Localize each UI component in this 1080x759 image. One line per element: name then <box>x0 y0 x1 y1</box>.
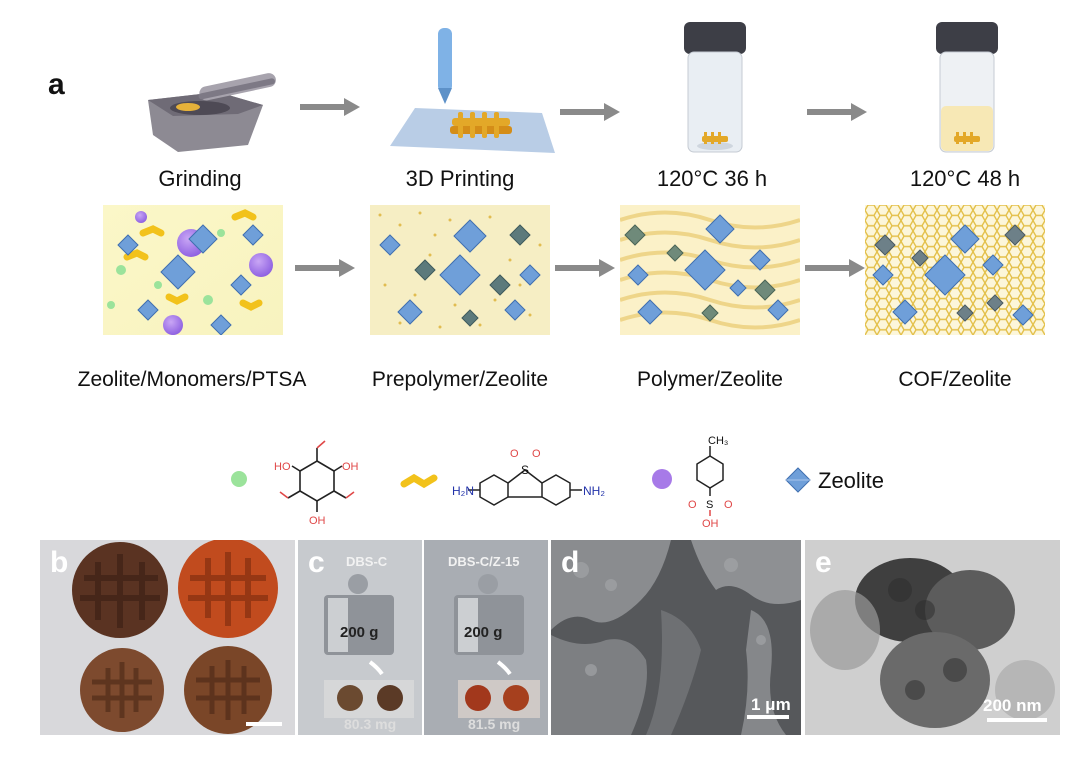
legend-zeolite-label: Zeolite <box>818 468 885 493</box>
ptsa-atom-label: S <box>706 499 713 511</box>
arrow-right-icon <box>555 259 615 277</box>
vial-with-solution-icon <box>936 22 998 153</box>
sem-micrograph <box>551 540 801 735</box>
panel-d-letter: d <box>561 546 580 579</box>
vial-icon <box>684 22 746 153</box>
stage-mixture-illustration <box>103 205 283 335</box>
panel-c-photo: c DBS-C DBS-C/Z-15 200 g 200 g 80.3 mg 8… <box>298 540 548 735</box>
arrow-right-icon <box>805 259 865 277</box>
panel-d-sem-image: d 1 μm <box>551 540 801 735</box>
legend-purple-sphere-icon <box>652 469 672 489</box>
ptsa-atom-label: OH <box>702 518 719 530</box>
mass-label-left: 80.3 mg <box>344 716 397 732</box>
arrow-right-icon <box>807 103 867 121</box>
mass-label-right: 81.5 mg <box>468 716 521 732</box>
printed-samples-image <box>72 540 282 734</box>
scale-label: 1 μm <box>751 695 791 714</box>
stage-label-cof: COF/Zeolite <box>898 368 1012 391</box>
scale-bar <box>747 715 789 719</box>
scale-bar <box>987 718 1047 722</box>
stage-label-mixture: Zeolite/Monomers/PTSA <box>77 368 307 391</box>
arrow-right-icon <box>300 98 360 116</box>
scale-label: 200 nm <box>983 696 1042 715</box>
stage-prepolymer-illustration <box>370 205 550 335</box>
stage-label-prepolymer: Prepolymer/Zeolite <box>371 368 549 391</box>
stage-label-polymer: Polymer/Zeolite <box>637 368 783 391</box>
3d-printer-icon <box>390 28 555 153</box>
aldehyde-atom-label: HO <box>274 461 291 473</box>
ptsa-atom-label: CH₃ <box>708 435 728 447</box>
step-label-grinding: Grinding <box>158 166 242 191</box>
ptsa-atom-label: O <box>724 499 733 511</box>
diamine-atom-label: S <box>521 463 529 477</box>
panel-c-letter: c <box>308 546 325 579</box>
weight-label-left: 200 g <box>340 624 379 641</box>
panel-b-letter: b <box>50 546 69 579</box>
panel-a-letter: a <box>48 68 65 101</box>
step-label-36h: 120°C 36 h <box>656 166 768 191</box>
weight-label-right: 200 g <box>464 624 503 641</box>
monomer-aldehyde-structure: HO OH OH <box>274 440 359 527</box>
sample-label-dbs-c-z15: DBS-C/Z-15 <box>448 554 520 569</box>
diamine-atom-label: H₂N <box>452 484 474 498</box>
weight-test-image <box>298 540 548 735</box>
monomer-diamine-structure: H₂N NH₂ S O O <box>452 448 605 506</box>
legend-green-dot-icon <box>231 471 247 487</box>
tem-micrograph <box>805 540 1060 735</box>
panel-b-photo: b <box>40 540 295 735</box>
step-label-3d-printing: 3D Printing <box>405 166 515 191</box>
sample-label-dbs-c: DBS-C <box>346 554 388 569</box>
arrow-right-icon <box>295 259 355 277</box>
diamine-atom-label: NH₂ <box>583 484 605 498</box>
scale-bar <box>246 722 282 726</box>
stage-cof-illustration <box>865 205 1045 335</box>
legend-yellow-chain-icon <box>400 473 438 489</box>
ptsa-atom-label: O <box>688 499 697 511</box>
diamine-atom-label: O <box>532 448 541 460</box>
ptsa-structure: CH₃ S O O OH <box>688 435 733 530</box>
aldehyde-atom-label: OH <box>342 461 359 473</box>
panel-e-letter: e <box>815 546 832 579</box>
aldehyde-atom-label: OH <box>309 515 326 527</box>
diamine-atom-label: O <box>510 448 519 460</box>
mortar-pestle-icon <box>148 73 276 152</box>
step-label-48h: 120°C 48 h <box>909 166 1021 191</box>
arrow-right-icon <box>560 103 620 121</box>
panel-e-tem-image: e 200 nm <box>805 540 1060 735</box>
stage-polymer-illustration <box>620 205 800 335</box>
zeolite-diamond-icon <box>785 467 811 493</box>
